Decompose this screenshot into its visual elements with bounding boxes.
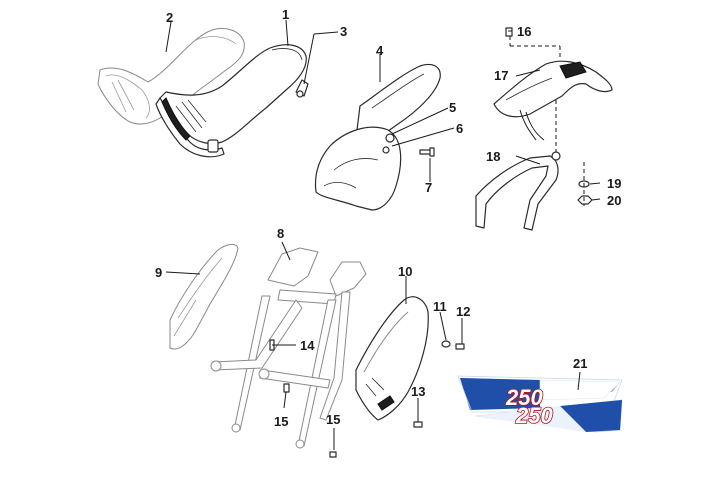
seat-bracket-icon xyxy=(295,79,309,98)
seat-icon xyxy=(155,44,307,158)
subframe-icon xyxy=(210,247,367,449)
callout-17: 17 xyxy=(494,68,508,83)
bolt-15-icon xyxy=(283,383,337,458)
decal-lower-text: 250 xyxy=(515,403,553,428)
decal-upper-icon xyxy=(457,375,623,413)
callout-12: 12 xyxy=(456,304,470,319)
callout-15b: 15 xyxy=(326,412,340,427)
callout-13: 13 xyxy=(411,384,425,399)
callout-9: 9 xyxy=(155,265,162,280)
callout-8: 8 xyxy=(277,226,284,241)
leader-lines xyxy=(165,19,601,450)
bolt-12-icon xyxy=(455,343,465,350)
callout-20: 20 xyxy=(607,193,621,208)
callout-18: 18 xyxy=(486,149,500,164)
callout-7: 7 xyxy=(425,180,432,195)
callout-labels: 1 2 3 4 5 6 7 8 9 10 11 12 13 14 15 15 1… xyxy=(155,7,621,429)
side-cover-left-icon xyxy=(169,243,239,350)
callout-1: 1 xyxy=(282,7,289,22)
decal-lower-icon xyxy=(475,399,623,433)
bolt-11-icon xyxy=(441,340,451,348)
nut-icon xyxy=(577,195,593,205)
bolt-icon xyxy=(419,147,435,157)
callout-15a: 15 xyxy=(274,414,288,429)
seat-alt-icon xyxy=(97,28,245,125)
grab-rail-icon xyxy=(475,151,561,231)
callout-5: 5 xyxy=(449,100,456,115)
callout-3: 3 xyxy=(340,24,347,39)
callout-21: 21 xyxy=(573,356,587,371)
callout-6: 6 xyxy=(456,121,463,136)
rear-fender-icon xyxy=(314,63,441,211)
callout-14: 14 xyxy=(300,338,315,353)
callout-16: 16 xyxy=(517,24,531,39)
tail-bracket-icon xyxy=(493,27,613,141)
callout-11: 11 xyxy=(433,299,447,314)
callout-10: 10 xyxy=(398,264,412,279)
callout-2: 2 xyxy=(166,10,173,25)
side-cover-right-icon xyxy=(355,296,429,421)
callout-19: 19 xyxy=(607,176,621,191)
decal-upper-text: 250 xyxy=(505,385,543,410)
callout-4: 4 xyxy=(376,43,384,58)
bolt-13-icon xyxy=(413,421,423,428)
